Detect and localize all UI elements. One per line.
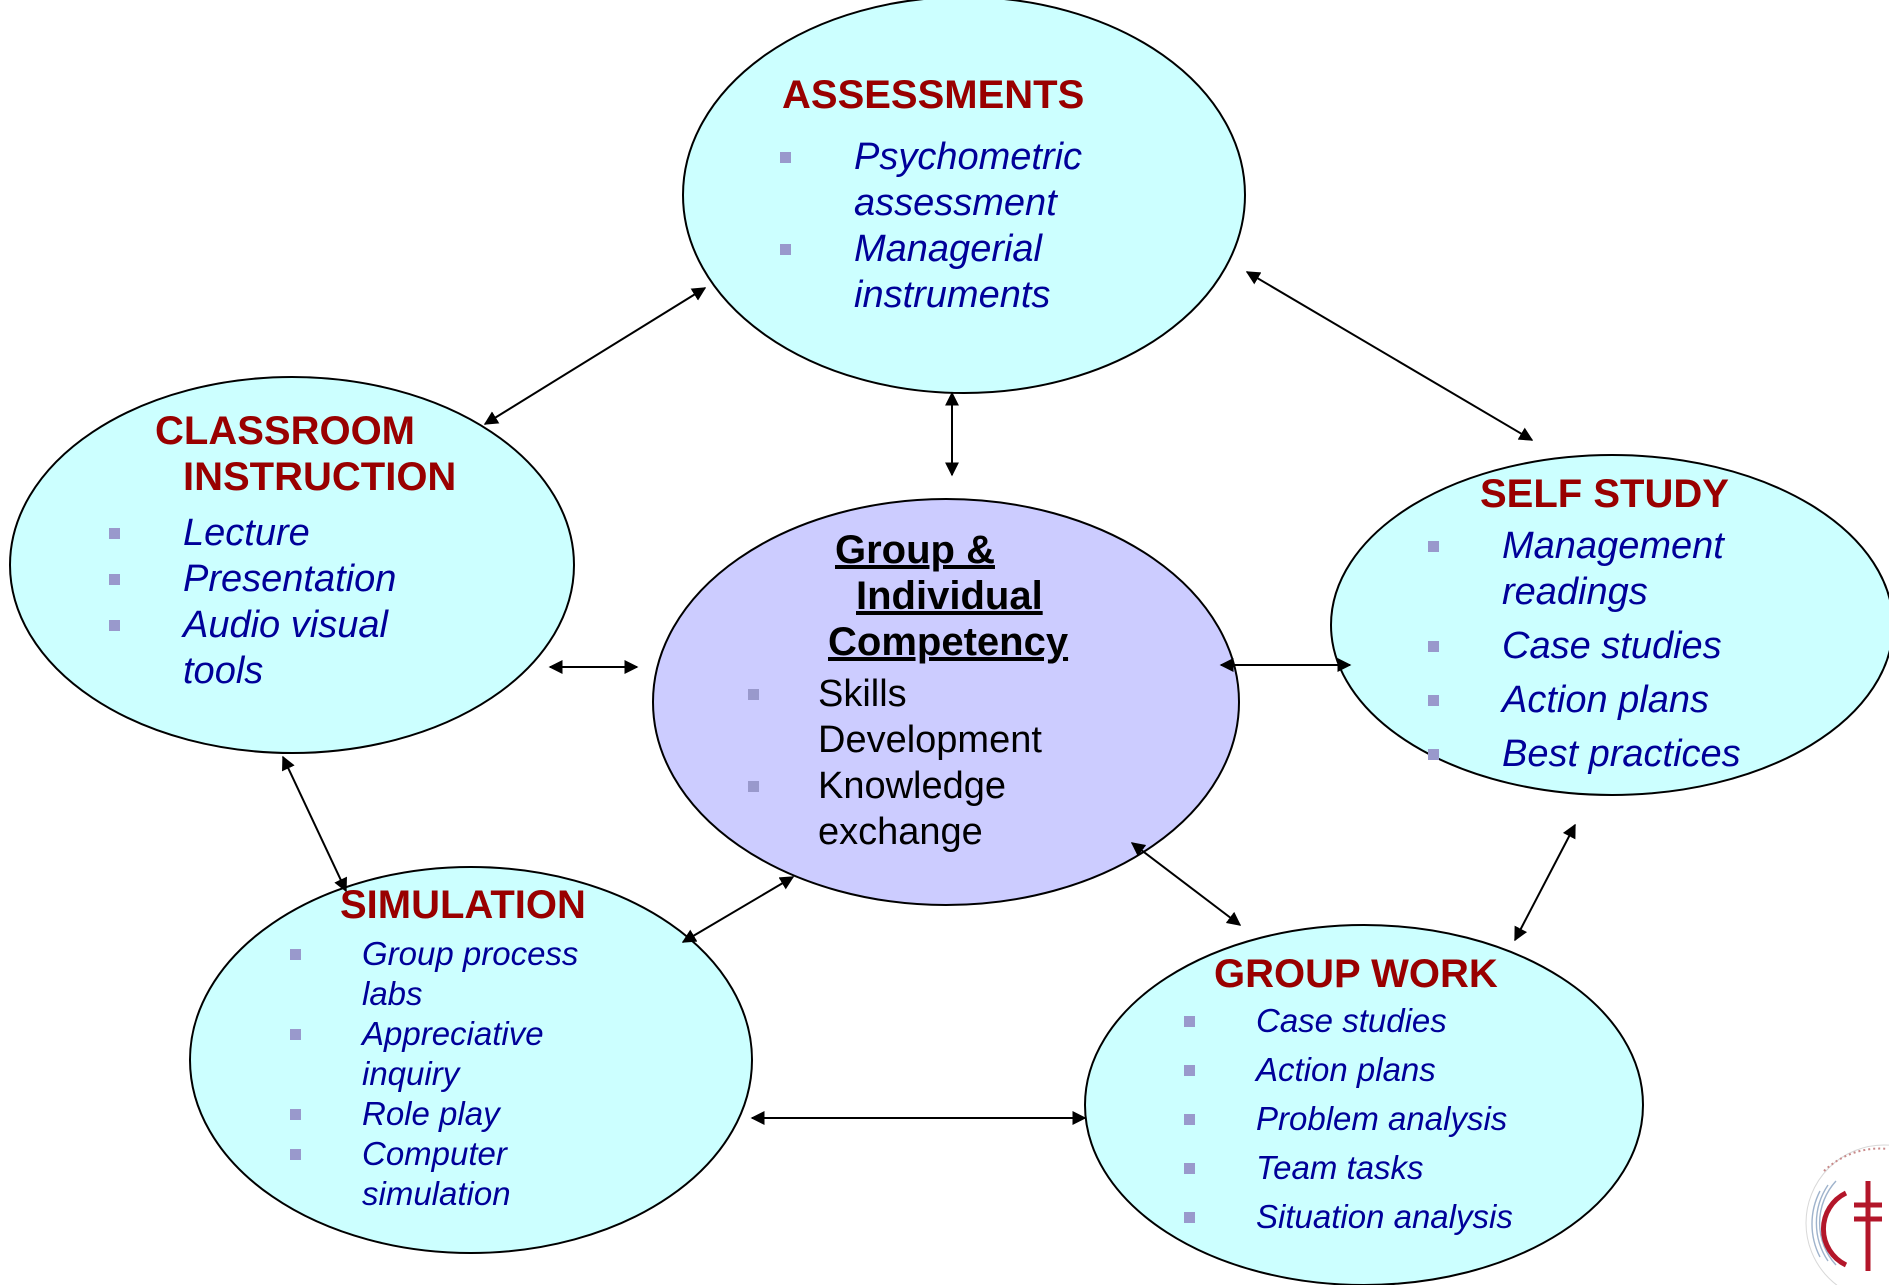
square-bullet-icon: [109, 528, 120, 539]
simulation-ellipse: [189, 866, 753, 1254]
group-work-node: GROUP WORK Case studies Action plans Pro…: [1184, 951, 1574, 1246]
simulation-list: Group process labs Appreciative inquiry …: [290, 934, 622, 1214]
self-study-list: Management readings Case studies Action …: [1428, 523, 1792, 777]
classroom-title-line1: CLASSROOM: [155, 409, 415, 453]
simulation-node: SIMULATION Group process labs Appreciati…: [290, 882, 640, 1214]
square-bullet-icon: [1428, 695, 1439, 706]
square-bullet-icon: [290, 949, 301, 960]
arrow-assessments-selfstudy: [1245, 271, 1534, 441]
assessments-title: ASSESSMENTS: [782, 73, 1085, 117]
classroom-title-line2: INSTRUCTION: [183, 455, 457, 499]
group-work-title: GROUP WORK: [1214, 952, 1498, 996]
self-study-title: SELF STUDY: [1480, 472, 1729, 516]
list-item: Knowledge exchange: [748, 763, 1078, 855]
organization-logo-icon: [1805, 1144, 1889, 1285]
list-item: Role play: [290, 1094, 622, 1134]
square-bullet-icon: [109, 574, 120, 585]
arrow-classroom-simulation: [282, 755, 347, 893]
list-item: Action plans: [1184, 1050, 1566, 1090]
assessments-list: Psychometric assessment Managerial instr…: [780, 134, 1154, 318]
square-bullet-icon: [1184, 1114, 1195, 1125]
square-bullet-icon: [290, 1029, 301, 1040]
list-item: Computer simulation: [290, 1134, 622, 1214]
list-item: Appreciative inquiry: [290, 1014, 622, 1094]
center-ellipse: [652, 498, 1240, 906]
square-bullet-icon: [780, 244, 791, 255]
list-item: Lecture: [109, 510, 443, 556]
list-item: Skills Development: [748, 671, 1078, 763]
square-bullet-icon: [290, 1149, 301, 1160]
group-work-ellipse: [1084, 924, 1644, 1285]
center-node: Group & Individual Competency Skills Dev…: [748, 527, 1098, 855]
arrow-selfstudy-groupwork: [1514, 823, 1576, 942]
arrow-center-groupwork: [1130, 842, 1242, 926]
center-title-line3: Competency: [828, 620, 1069, 664]
assessments-ellipse: [682, 0, 1246, 394]
list-item: Case studies: [1184, 1001, 1566, 1041]
list-item: Action plans: [1428, 677, 1792, 723]
square-bullet-icon: [1184, 1212, 1195, 1223]
square-bullet-icon: [1184, 1065, 1195, 1076]
arrow-center-simulation: [681, 876, 795, 943]
classroom-node: CLASSROOM INSTRUCTION Lecture Presentati…: [109, 408, 555, 694]
square-bullet-icon: [1428, 541, 1439, 552]
list-item: Psychometric assessment: [780, 134, 1154, 226]
square-bullet-icon: [780, 152, 791, 163]
square-bullet-icon: [1428, 641, 1439, 652]
square-bullet-icon: [748, 781, 759, 792]
list-item: Audio visual tools: [109, 602, 443, 694]
list-item: Presentation: [109, 556, 443, 602]
arrow-assessments-classroom: [483, 287, 707, 425]
list-item: Problem analysis: [1184, 1099, 1566, 1139]
list-item: Management readings: [1428, 523, 1792, 615]
center-title-line1: Group &: [835, 528, 995, 572]
classroom-list: Lecture Presentation Audio visual tools: [109, 510, 443, 694]
center-title-line2: Individual: [856, 574, 1043, 618]
square-bullet-icon: [1184, 1016, 1195, 1027]
list-item: Best practices: [1428, 731, 1792, 777]
square-bullet-icon: [290, 1109, 301, 1120]
square-bullet-icon: [109, 620, 120, 631]
list-item: Situation analysis: [1184, 1197, 1566, 1237]
assessments-node: ASSESSMENTS Psychometric assessment Mana…: [780, 72, 1182, 318]
center-list: Skills Development Knowledge exchange: [748, 671, 1078, 855]
simulation-title: SIMULATION: [340, 883, 586, 927]
list-item: Team tasks: [1184, 1148, 1566, 1188]
list-item: Case studies: [1428, 623, 1792, 669]
self-study-ellipse: [1330, 454, 1889, 796]
list-item: Managerial instruments: [780, 226, 1154, 318]
list-item: Group process labs: [290, 934, 622, 1014]
square-bullet-icon: [1428, 749, 1439, 760]
self-study-node: SELF STUDY Management readings Case stud…: [1428, 471, 1840, 785]
square-bullet-icon: [1184, 1163, 1195, 1174]
group-work-list: Case studies Action plans Problem analys…: [1184, 1001, 1566, 1237]
square-bullet-icon: [748, 689, 759, 700]
classroom-ellipse: [9, 376, 575, 754]
